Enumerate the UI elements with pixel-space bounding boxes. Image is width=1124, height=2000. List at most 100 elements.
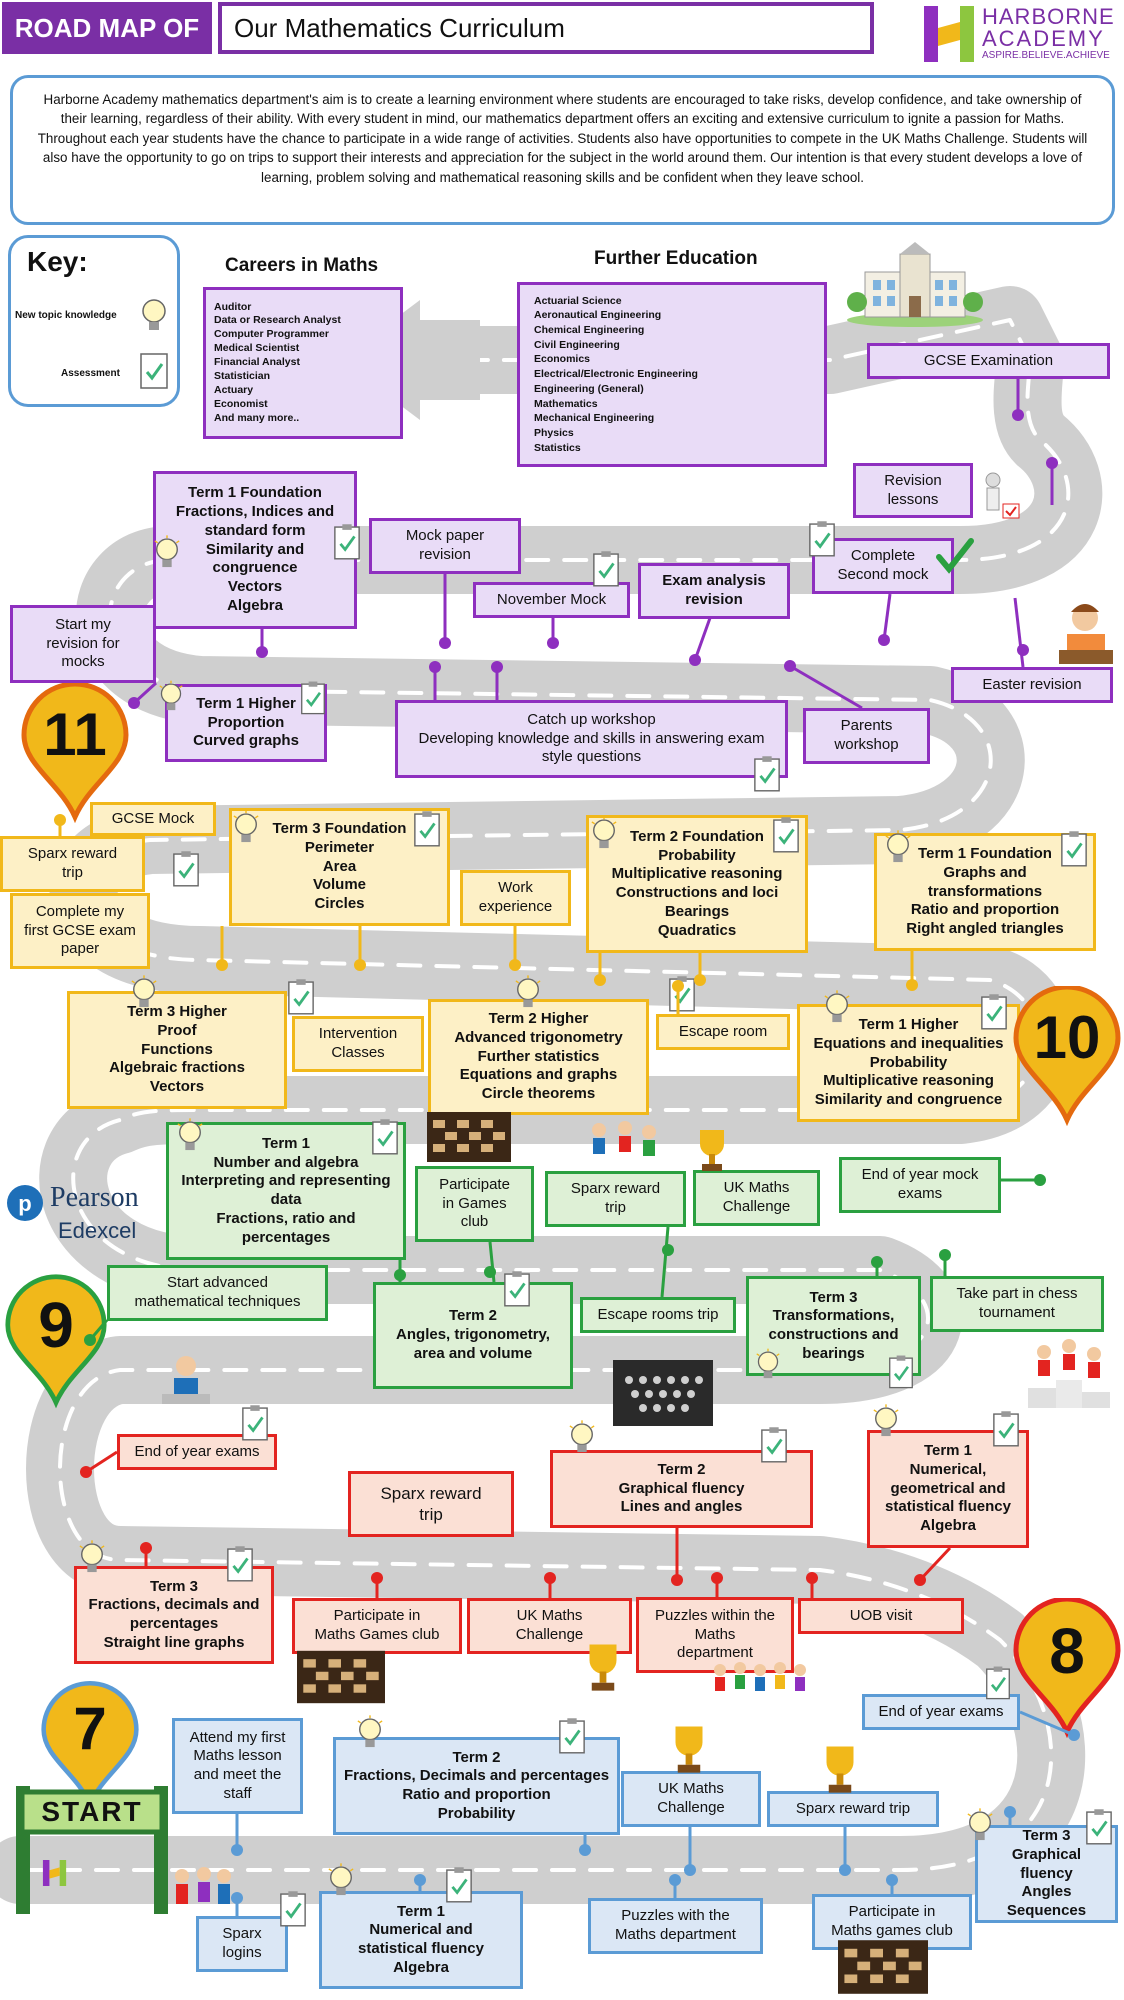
- uob-visit: UOB visit: [798, 1598, 964, 1634]
- term-line: Proportion: [207, 713, 285, 731]
- lightbulb-icon: [872, 1404, 900, 1442]
- first-gcse-line: Complete my: [35, 902, 125, 920]
- mock-exams-line: End of year mock: [861, 1166, 979, 1184]
- sparx-trip-line: Sparx reward: [27, 845, 118, 863]
- lightbulb-icon: [966, 1808, 994, 1846]
- checklist-icon: [241, 1404, 269, 1442]
- y7-puzzles-with-department: Puzzles with the Maths department: [588, 1898, 763, 1954]
- catch-up-line: style questions: [541, 748, 642, 766]
- ukmc-line: UK Maths: [658, 1780, 724, 1798]
- term-line: Functions: [141, 1040, 213, 1058]
- academy-logo-small-icon: [42, 1860, 67, 1886]
- checklist-icon: [985, 1665, 1011, 1701]
- catch-up-workshop: Catch up workshop Developing knowledge a…: [395, 700, 788, 778]
- term-line: Equations and graphs: [459, 1066, 618, 1084]
- term-line: Term 1: [923, 1442, 973, 1460]
- term-line: Further statistics: [477, 1047, 600, 1065]
- games-club-line: Maths games club: [831, 1922, 953, 1939]
- term-line: area and volume: [413, 1344, 533, 1362]
- school-logo: HARBORNE ACADEMY ASPIRE.BELIEVE.ACHIEVE: [922, 2, 1122, 66]
- term-line: Angles: [1021, 1883, 1072, 1901]
- term-line: Term 2 Foundation: [630, 827, 764, 845]
- trophy-icon: [826, 1746, 854, 1793]
- key-new-topic-label: New topic knowledge: [15, 310, 117, 321]
- further-education-item: Statistics: [534, 441, 581, 454]
- year-8-label: 8: [1049, 1615, 1085, 1687]
- trophy-icon: [589, 1644, 617, 1691]
- term-line: congruence: [212, 559, 298, 577]
- intro-text: Harborne Academy mathematics department'…: [10, 75, 1115, 225]
- edexcel-label: Edexcel: [58, 1218, 137, 1243]
- puzzles-line: Puzzles with the: [621, 1907, 730, 1925]
- term-line: Ratio and proportion: [910, 901, 1060, 919]
- year-9-pin: [5, 1274, 107, 1409]
- green-tick-icon: [936, 538, 974, 574]
- term-line: percentages: [241, 1228, 331, 1246]
- lightbulb-icon: [568, 1420, 596, 1458]
- term-line: constructions and: [768, 1326, 899, 1343]
- end-of-year-mock-exams: End of year mock exams: [839, 1157, 1001, 1213]
- term-line: Transformations,: [772, 1307, 895, 1325]
- careers-list: Auditor Data or Research Analyst Compute…: [203, 287, 403, 439]
- university-building-icon: [847, 242, 983, 327]
- checklist-icon: [371, 1118, 399, 1156]
- further-education-title: Further Education: [594, 248, 758, 269]
- chess-board-image: [427, 1112, 511, 1162]
- lightbulb-icon: [356, 1715, 384, 1753]
- start-revision-line: revision for: [46, 634, 120, 652]
- games-club-line: Maths Games club: [314, 1626, 440, 1643]
- term-line: Similarity and congruence: [814, 1091, 1003, 1109]
- parents-workshop-line: workshop: [834, 736, 899, 753]
- term-line: Bearings: [664, 902, 730, 920]
- games-club-line: club: [460, 1213, 489, 1231]
- puzzles-line: Maths: [694, 1625, 736, 1643]
- year-7-label: 7: [73, 1695, 107, 1762]
- gcse-mock: GCSE Mock: [90, 802, 216, 836]
- term-line: Volume: [312, 876, 367, 894]
- y10-term2-foundation: Term 2 Foundation Probability Multiplica…: [586, 815, 808, 953]
- lightbulb-icon: [78, 1540, 106, 1578]
- ukmc-line: Challenge: [515, 1626, 584, 1643]
- svg-text:p: p: [18, 1191, 31, 1216]
- year-10-label: 10: [1033, 1004, 1101, 1071]
- work-experience: Work experience: [460, 870, 571, 926]
- lightbulb-icon: [327, 1863, 355, 1901]
- easter-revision: Easter revision: [951, 667, 1113, 703]
- chess-tournament: Take part in chess tournament: [930, 1276, 1104, 1332]
- pearson-edexcel-logo: p Pearson Edexcel: [6, 1180, 166, 1250]
- further-education-item: Civil Engineering: [534, 338, 620, 351]
- y9-sparx-reward-trip: Sparx reward trip: [545, 1171, 686, 1227]
- term-line: Term 1: [261, 1134, 311, 1152]
- escape-rooms-trip: Escape rooms trip: [580, 1297, 736, 1333]
- term-line: transformations: [927, 882, 1043, 900]
- term-line: Term 3 Foundation: [272, 820, 407, 838]
- year-11-label: 11: [43, 701, 107, 768]
- year-10-pin: [1013, 986, 1121, 1126]
- term-line: Ratio and proportion: [402, 1786, 551, 1803]
- y9-uk-maths-challenge: UK Maths Challenge: [693, 1170, 820, 1226]
- term-line: Term 3 Higher: [127, 1003, 227, 1021]
- ukmc-line: UK Maths: [516, 1607, 583, 1625]
- term-line: Circles: [314, 895, 365, 913]
- lightbulb-icon: [142, 299, 166, 330]
- lightbulb-icon: [823, 990, 851, 1028]
- term-line: Numerical,: [909, 1460, 987, 1478]
- road-map-label: ROAD MAP OF: [2, 2, 212, 54]
- further-education-item: Actuarial Science: [534, 294, 622, 307]
- first-lesson-line: Attend my first: [189, 1728, 286, 1746]
- games-club: Participate in Games club: [415, 1166, 534, 1242]
- second-mock-line: Second mock: [837, 566, 929, 583]
- start-revision-mocks: Start my revision for mocks: [10, 605, 156, 683]
- term-line: Term 2: [452, 1748, 501, 1766]
- sparx-logins: Sparx logins: [196, 1916, 288, 1972]
- second-mock-line: Complete: [850, 547, 916, 565]
- y11-term1-higher: Term 1 Higher Proportion Curved graphs: [165, 684, 327, 762]
- career-item: Data or Research Analyst: [214, 314, 341, 327]
- y7-term3: Term 3 Graphical fluency Angles Sequence…: [975, 1825, 1118, 1923]
- lightbulb-icon: [232, 810, 260, 848]
- term-line: Right angled triangles: [906, 920, 1064, 938]
- further-education-item: Physics: [534, 426, 574, 439]
- complete-second-mock: Complete Second mock: [812, 538, 954, 594]
- term-line: Algebra: [227, 596, 283, 614]
- y10-sparx-reward-trip: Sparx reward trip: [0, 836, 145, 892]
